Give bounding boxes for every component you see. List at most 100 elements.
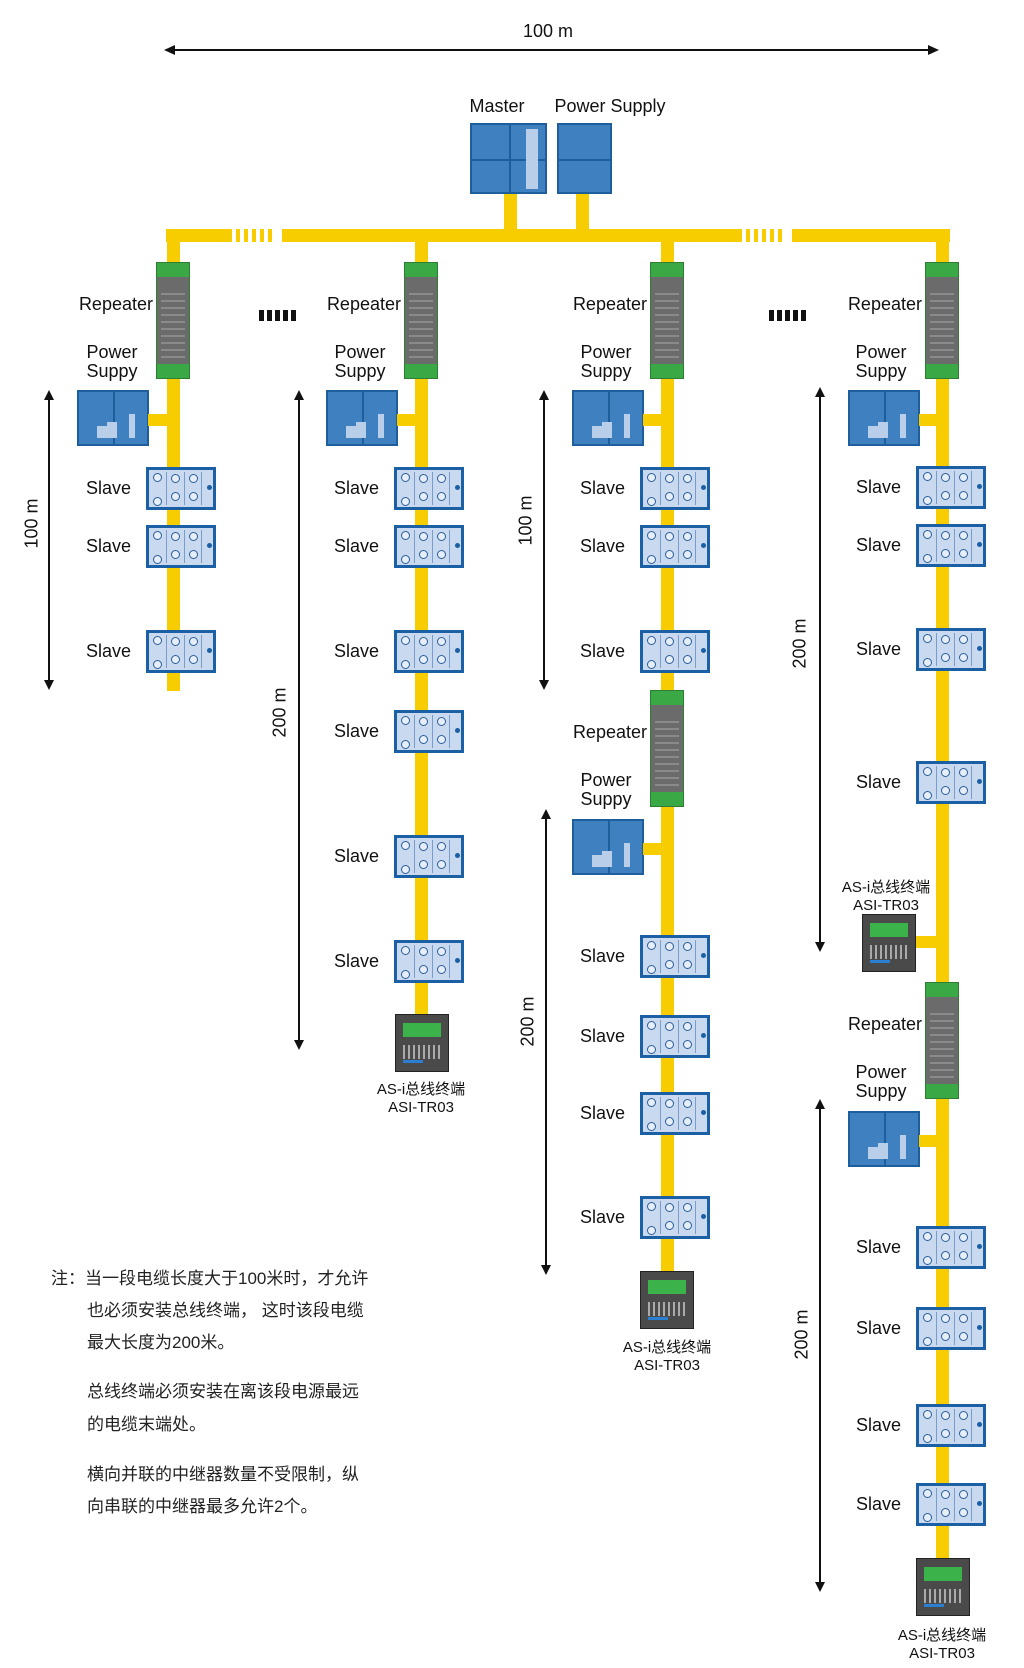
distance-arrow-line — [298, 392, 300, 1048]
arrow-left-icon — [164, 45, 175, 55]
power-supply-label: Power Suppy — [580, 342, 632, 381]
slave-label: Slave — [856, 1237, 902, 1257]
arrow-down-icon — [294, 1040, 304, 1050]
slave-module — [640, 935, 710, 978]
bus-terminator-asi-tr03 — [916, 1558, 970, 1616]
slave-module — [640, 525, 710, 568]
note-line: 注：当一段电缆长度大于100米时，才允许 — [51, 1269, 369, 1288]
slave-label: Slave — [86, 536, 132, 556]
slave-label: Slave — [580, 946, 626, 966]
slave-label: Slave — [580, 536, 626, 556]
slave-label: Slave — [856, 1318, 902, 1338]
arrow-up-icon — [44, 390, 54, 400]
slave-module — [916, 628, 986, 671]
slave-label: Slave — [856, 639, 902, 659]
repeater-label: Repeater — [572, 722, 647, 742]
note-line: 向串联的中继器最多允许2个。 — [87, 1497, 318, 1516]
repeater-module — [404, 262, 438, 379]
power-supply-label: Power Suppy — [334, 342, 386, 381]
arrow-down-icon — [815, 942, 825, 952]
note-line: 也必须安装总线终端， 这时该段电缆 — [87, 1301, 364, 1320]
slave-label: Slave — [856, 1415, 902, 1435]
repeater-label: Repeater — [326, 294, 401, 314]
power-supply-label: Power Suppy — [855, 342, 907, 381]
bus-terminator-asi-tr03 — [395, 1014, 449, 1072]
terminator-model-label: ASI-TR03 — [909, 1645, 975, 1662]
note-line: 最大长度为200米。 — [87, 1333, 235, 1352]
slave-module — [394, 940, 464, 983]
distance-label: 200 m — [517, 996, 538, 1047]
repeater-label: Repeater — [847, 1014, 922, 1034]
arrow-up-icon — [815, 387, 825, 397]
cable-break — [232, 229, 282, 242]
slave-label: Slave — [580, 1103, 626, 1123]
distance-label: 100 m — [515, 495, 536, 546]
master-label: Master — [469, 96, 525, 116]
power-supply-label: Power Suppy — [580, 770, 632, 809]
power-supply-unit — [326, 390, 398, 446]
master-unit — [470, 123, 547, 194]
arrow-up-icon — [541, 809, 551, 819]
master-power-supply-unit — [557, 123, 612, 194]
slave-module — [916, 466, 986, 509]
cable-segment — [919, 1135, 944, 1147]
distance-arrow-line — [543, 392, 545, 688]
slave-module — [394, 630, 464, 673]
arrow-up-icon — [294, 390, 304, 400]
terminator-label: AS-i总线终端 — [622, 1339, 712, 1356]
distance-label: 200 m — [791, 1309, 812, 1360]
distance-arrow-line — [819, 1101, 821, 1590]
power-supply-unit — [77, 390, 149, 446]
slave-module — [640, 1196, 710, 1239]
bus-terminator-asi-tr03 — [862, 914, 916, 972]
ellipsis-icon — [769, 310, 809, 324]
power-supply-unit — [572, 819, 644, 875]
repeater-module — [650, 690, 684, 807]
slave-module — [394, 525, 464, 568]
bus-terminator-asi-tr03 — [640, 1271, 694, 1329]
slave-module — [916, 1404, 986, 1447]
slave-module — [640, 630, 710, 673]
terminator-model-label: ASI-TR03 — [634, 1357, 700, 1374]
repeater-label: Repeater — [78, 294, 153, 314]
note-line: 的电缆末端处。 — [87, 1415, 206, 1434]
slave-module — [146, 467, 216, 510]
slave-label: Slave — [334, 846, 380, 866]
slave-module — [394, 835, 464, 878]
slave-label: Slave — [334, 951, 380, 971]
slave-module — [916, 1483, 986, 1526]
terminator-label: AS-i总线终端 — [841, 879, 931, 896]
slave-label: Slave — [86, 478, 132, 498]
distance-arrow-line — [819, 389, 821, 950]
arrow-down-icon — [541, 1265, 551, 1275]
top-distance-label: 100 m — [522, 21, 574, 41]
slave-label: Slave — [334, 536, 380, 556]
power-supply-unit — [848, 390, 920, 446]
note-line: 横向并联的中继器数量不受限制，纵 — [87, 1465, 359, 1484]
cable-segment — [415, 236, 428, 1014]
slave-module — [640, 467, 710, 510]
cable-segment — [397, 414, 422, 426]
slave-label: Slave — [580, 641, 626, 661]
slave-label: Slave — [334, 478, 380, 498]
power-supply-label: Power Suppy — [855, 1062, 907, 1101]
repeater-label: Repeater — [847, 294, 922, 314]
distance-arrow-line — [170, 49, 932, 51]
slave-label: Slave — [86, 641, 132, 661]
power-supply-label: Power Suppy — [86, 342, 138, 381]
repeater-module — [925, 982, 959, 1099]
cable-segment — [504, 194, 517, 236]
cable-segment — [148, 414, 173, 426]
repeater-module — [156, 262, 190, 379]
slave-module — [394, 710, 464, 753]
distance-label: 200 m — [789, 618, 810, 669]
distance-arrow-line — [545, 811, 547, 1273]
slave-module — [394, 467, 464, 510]
slave-label: Slave — [856, 535, 902, 555]
slave-module — [916, 1226, 986, 1269]
arrow-up-icon — [539, 390, 549, 400]
repeater-label: Repeater — [572, 294, 647, 314]
slave-module — [916, 524, 986, 567]
slave-label: Slave — [580, 1026, 626, 1046]
repeater-module — [925, 262, 959, 379]
